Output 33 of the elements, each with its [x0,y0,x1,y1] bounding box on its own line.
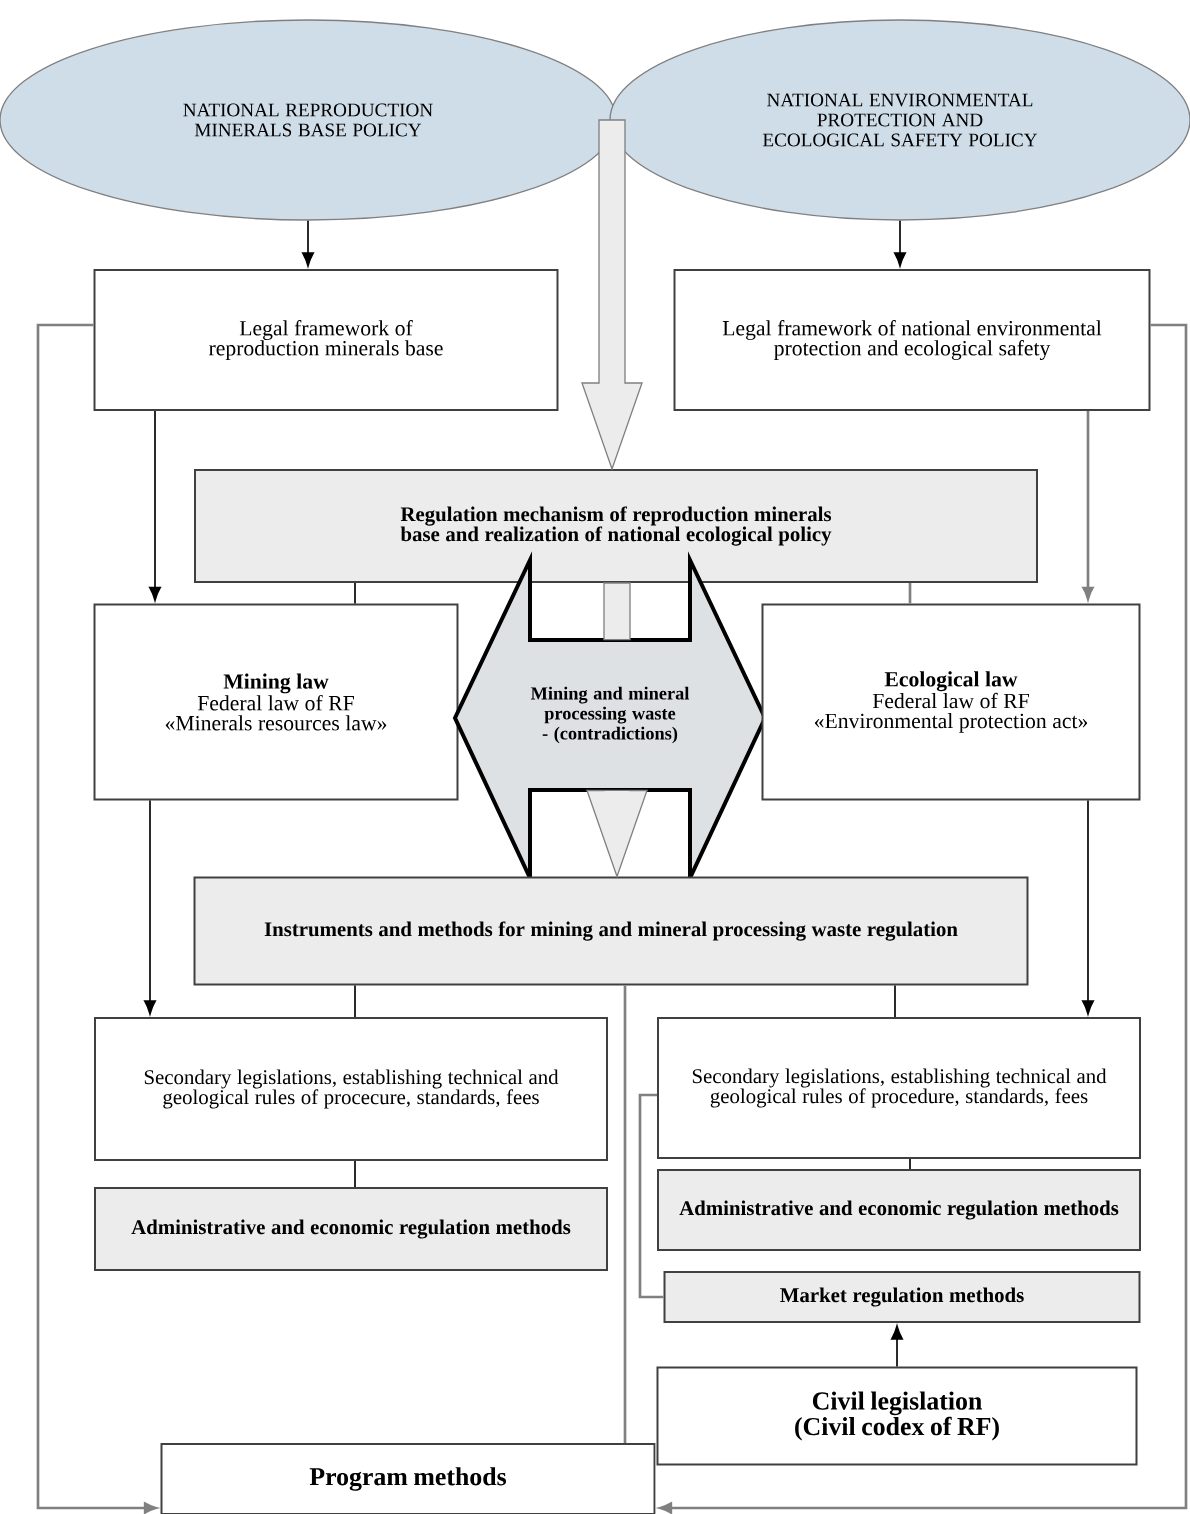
heading-box: Regulation mechanism of reproduction minerals base and realization of national ecological policy [194,469,1038,583]
arrow [1082,411,1094,600]
connector-line [623,985,627,1443]
text-box: Secondary legislations, establishing technical and geological rules of procedure, standards, fees [657,1017,1141,1159]
block-arrow [603,582,631,641]
arrow [894,219,906,267]
connector-line [354,984,356,1018]
connector-line [894,984,896,1018]
arrow [1082,799,1094,1015]
arrow [659,323,1188,1514]
block-arrow [586,789,648,879]
block-arrow [581,119,643,472]
arrow [891,1325,903,1368]
heading-box: Market regulation methods [663,1271,1141,1323]
text-box: Civil legislation (Civil codex of RF) [656,1366,1138,1466]
arrow [149,410,161,602]
connector-line [638,1093,664,1299]
text-box: Legal framework of reproduction minerals base [93,269,559,411]
heading-box: Administrative and economic regulation methods [94,1187,608,1271]
text-box: Mining law Federal law of RF «Minerals resources law» [93,603,459,801]
connector-line [909,1158,911,1170]
arrow [36,323,157,1514]
text-box: Program methods [160,1443,656,1514]
text-box: Ecological law Federal law of RF «Environmental protection act» [761,603,1141,801]
heading-box: Administrative and economic regulation methods [657,1169,1141,1251]
heading-box: Instruments and methods for mining and mineral processing waste regulation [193,876,1029,986]
connector-line [354,582,356,605]
connector-line [354,1160,356,1188]
text-box: Secondary legislations, establishing technical and geological rules of procecure, standards, fees [94,1017,608,1161]
connector-line [908,583,912,604]
arrow [144,799,156,1015]
arrow [302,219,314,267]
text-box: Legal framework of national environmental protection and ecological safety [673,269,1151,411]
